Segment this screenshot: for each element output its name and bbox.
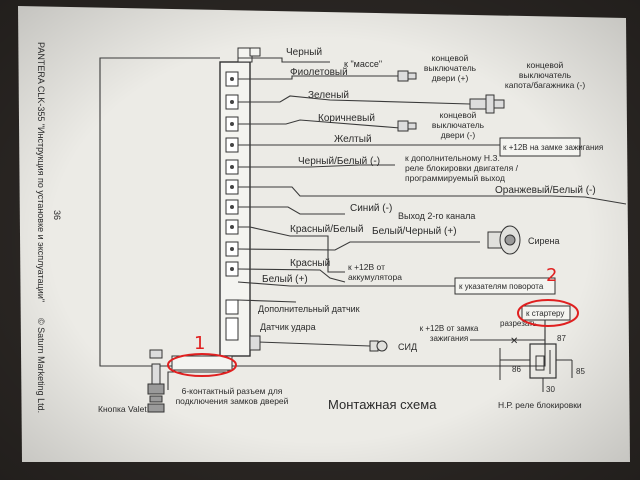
annotation-number-2: 2 [546, 265, 557, 286]
ignition-12v-label: к +12В на замке зажигания [503, 143, 603, 152]
pin-87: 87 [557, 334, 566, 343]
wire-label-red: Красный [290, 258, 330, 269]
starter-label: к стартеру [526, 309, 564, 318]
wire-label-white: Белый (+) [262, 274, 308, 285]
wire-target-channel2: Выход 2-го канала [398, 211, 475, 221]
wire-label-orange-white: Оранжевый/Белый (-) [495, 185, 596, 196]
valet-button-icon [147, 349, 165, 413]
led-label: СИД [398, 342, 417, 352]
wire-label-blue: Синий (-) [350, 203, 392, 214]
page-number: 36 [52, 210, 62, 220]
starter-box [521, 305, 571, 321]
copyright: © Saturn Marketing Ltd. [36, 318, 46, 413]
module-pins [225, 71, 239, 341]
led-icon [369, 340, 388, 352]
wire-label-brown: Коричневый [318, 113, 375, 124]
siren-icon [487, 225, 521, 255]
diagram-title: Монтажная схема [328, 397, 437, 412]
relay-symbol [499, 343, 573, 392]
relay-note: к дополнительному Н.З.реле блокировки дв… [405, 153, 519, 183]
door-lock-connector [171, 355, 233, 371]
annotation-circle-1 [167, 353, 237, 377]
annotation-circle-2 [517, 299, 579, 327]
cut-label: разрезать [500, 319, 537, 328]
pin-85: 85 [576, 367, 585, 376]
shock-sensor-plug [249, 335, 261, 351]
extra-sensor-label: Дополнительный датчик [258, 304, 360, 314]
hood-switch-icon [469, 94, 505, 114]
wire-label-yellow: Желтый [334, 134, 372, 145]
cut-mark-icon: ✕ [510, 336, 518, 347]
wire-label-black: Черный [286, 47, 322, 58]
annotation-number-1: 1 [194, 333, 205, 354]
door-switch-minus-icon [397, 120, 417, 132]
pin-30: 30 [546, 385, 555, 394]
relay-caption: Н.Р. реле блокировки [498, 400, 582, 410]
door-switch-plus-icon [397, 70, 417, 82]
shock-sensor-label: Датчик удара [260, 322, 316, 332]
pin-86: 86 [512, 365, 521, 374]
wire-label-red-white: Красный/Белый [290, 224, 363, 235]
turn-signals-label: к указателям поворота [459, 282, 544, 291]
sidebar-title: PANTERA CLK-355 "Инструкция по установке… [36, 42, 46, 302]
wire-target-ground: к "массе" [344, 59, 382, 69]
valet-label: Кнопка Valet [98, 404, 147, 414]
wire-label-green: Зеленый [308, 90, 349, 101]
wire-label-violet: Фиолетовый [290, 67, 348, 78]
wire-label-black-white: Черный/Белый (-) [298, 156, 380, 167]
siren-label: Сирена [528, 236, 560, 246]
wire-label-white-black: Белый/Черный (+) [372, 226, 457, 237]
